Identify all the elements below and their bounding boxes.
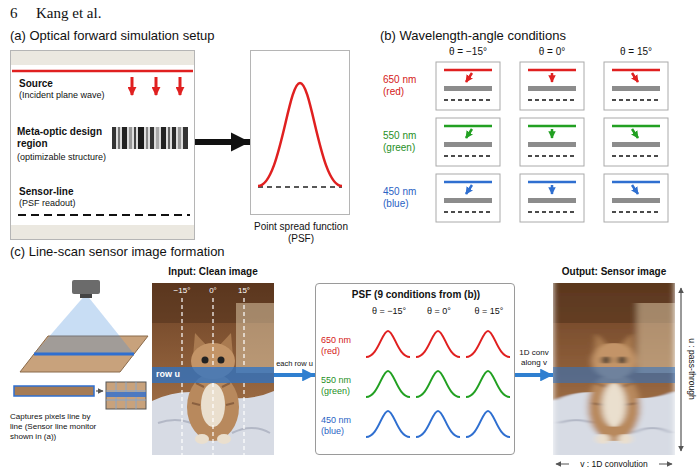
panel-title: PSF (9 conditions from (b)) bbox=[316, 289, 516, 301]
angle-header: θ = −15° bbox=[438, 46, 498, 58]
part-name: Meta-optic design region bbox=[17, 126, 111, 150]
simulation-domain: Source(Incident plane wave) Meta-optic de… bbox=[10, 50, 195, 240]
axis-label: u : pass-through bbox=[687, 284, 697, 454]
angle-header: θ = 0° bbox=[522, 46, 582, 58]
note-text: Captures pixels line by line (Sensor lin… bbox=[10, 412, 102, 442]
image-title: Output: Sensor image bbox=[542, 266, 686, 278]
angle-label: 0° bbox=[198, 286, 228, 296]
angle-header: θ = 15° bbox=[464, 306, 514, 317]
connector-arrow bbox=[274, 373, 315, 377]
angle-label: −15° bbox=[167, 286, 197, 296]
plot-caption: Point spread function (PSF) bbox=[246, 221, 356, 245]
part-note: (PSF readout) bbox=[19, 198, 119, 209]
row-label: row u bbox=[156, 369, 180, 380]
page-number: 6 bbox=[10, 4, 18, 22]
edge-label: 1D conv along v bbox=[517, 348, 551, 368]
wavelength-label: 650 nm (red) bbox=[321, 335, 365, 357]
panel-title: (b) Wavelength-angle conditions bbox=[380, 28, 566, 44]
connector-arrow bbox=[195, 139, 250, 145]
wavelength-label: 450 nm (blue) bbox=[383, 186, 431, 210]
psf-panel: PSF (9 conditions from (b)) θ = −15°θ = 0… bbox=[315, 283, 515, 455]
part-note: (optimizable structure) bbox=[17, 152, 111, 163]
psf-plot-box: Point spread function (PSF) bbox=[250, 50, 350, 215]
angle-label: 15° bbox=[229, 286, 259, 296]
part-name: Sensor-line bbox=[19, 186, 119, 198]
axis-label: v : 1D convolution bbox=[569, 459, 659, 469]
part-name: Source bbox=[19, 78, 119, 90]
output-image: Output: Sensor image bbox=[553, 283, 675, 455]
running-head: Kang et al. bbox=[36, 4, 101, 22]
input-image: Input: Clean image−15°0°15°row u bbox=[152, 283, 274, 455]
angle-header: θ = −15° bbox=[364, 306, 414, 317]
panel-title: (c) Line-scan sensor image formation bbox=[10, 244, 225, 260]
image-title: Input: Clean image bbox=[141, 266, 285, 278]
wavelength-label: 550 nm (green) bbox=[321, 375, 365, 397]
connector-arrow bbox=[515, 373, 553, 377]
panel-title: (a) Optical forward simulation setup bbox=[10, 28, 214, 44]
part-note: (Incident plane wave) bbox=[19, 90, 119, 101]
angle-header: θ = 0° bbox=[414, 306, 464, 317]
edge-label: each row u bbox=[276, 359, 313, 368]
wavelength-label: 650 nm (red) bbox=[383, 74, 431, 98]
wavelength-label: 550 nm (green) bbox=[383, 130, 431, 154]
angle-header: θ = 15° bbox=[606, 46, 666, 58]
wavelength-label: 450 nm (blue) bbox=[321, 415, 365, 437]
